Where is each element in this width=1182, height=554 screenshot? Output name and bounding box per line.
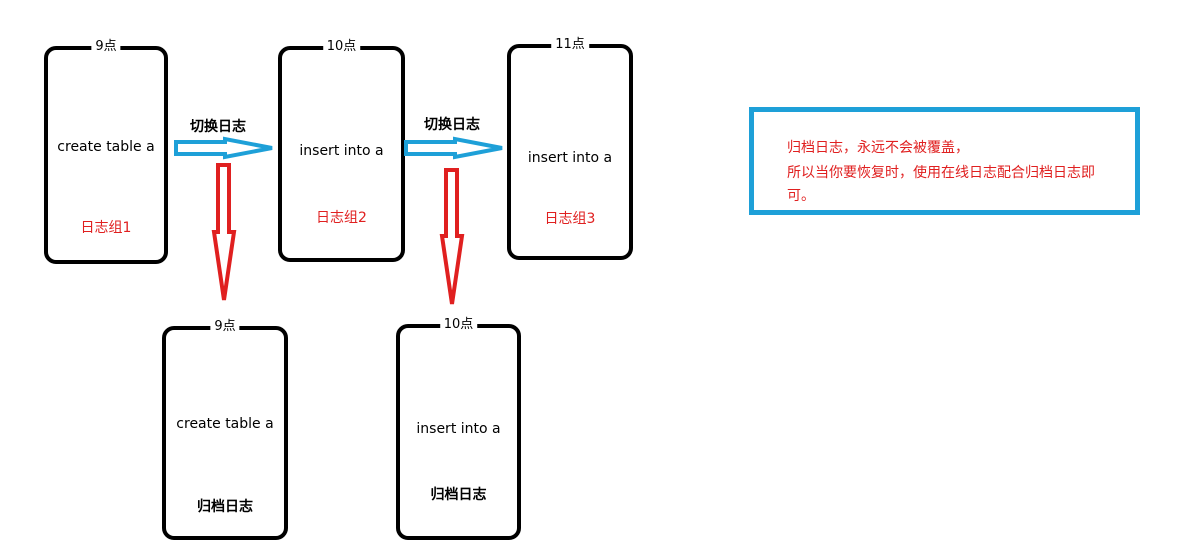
log-group-box-2: 10点 insert into a 日志组2 — [278, 39, 405, 262]
log-group-box-1: 9点 create table a 日志组1 — [44, 39, 168, 264]
box-command: insert into a — [527, 150, 613, 166]
box-time-label: 9点 — [210, 319, 240, 335]
switch-arrow-1 — [174, 136, 273, 160]
box-command: create table a — [176, 416, 274, 432]
box-group-label: 日志组1 — [80, 220, 132, 236]
switch-arrow-2 — [404, 136, 503, 160]
box-command: create table a — [57, 139, 155, 155]
archive-box-2: 10点 insert into a 归档日志 — [396, 317, 521, 540]
log-group-box-3: 11点 insert into a 日志组3 — [507, 37, 633, 260]
box-time-label: 9点 — [91, 39, 121, 55]
box-command: insert into a — [299, 143, 384, 159]
box-time-label: 10点 — [439, 317, 478, 333]
box-group-label: 日志组2 — [316, 210, 367, 226]
note-line-2: 所以当你要恢复时，使用在线日志配合归档日志即 — [787, 165, 1095, 181]
box-command: insert into a — [416, 421, 501, 437]
switch-label-1: 切换日志 — [190, 119, 246, 135]
box-time-label: 11点 — [551, 37, 589, 53]
note-box: 归档日志，永远不会被覆盖， 所以当你要恢复时，使用在线日志配合归档日志即 可。 — [749, 107, 1140, 215]
switch-label-2: 切换日志 — [424, 117, 480, 133]
archive-arrow-1 — [211, 163, 237, 301]
archive-box-1: 9点 create table a 归档日志 — [162, 319, 288, 540]
archive-label: 归档日志 — [197, 499, 253, 515]
box-group-label: 日志组3 — [544, 211, 596, 227]
note-line-3: 可。 — [787, 188, 815, 204]
box-time-label: 10点 — [322, 39, 361, 55]
archive-arrow-2 — [439, 168, 465, 305]
archive-label: 归档日志 — [430, 487, 487, 503]
note-line-1: 归档日志，永远不会被覆盖， — [787, 140, 969, 156]
